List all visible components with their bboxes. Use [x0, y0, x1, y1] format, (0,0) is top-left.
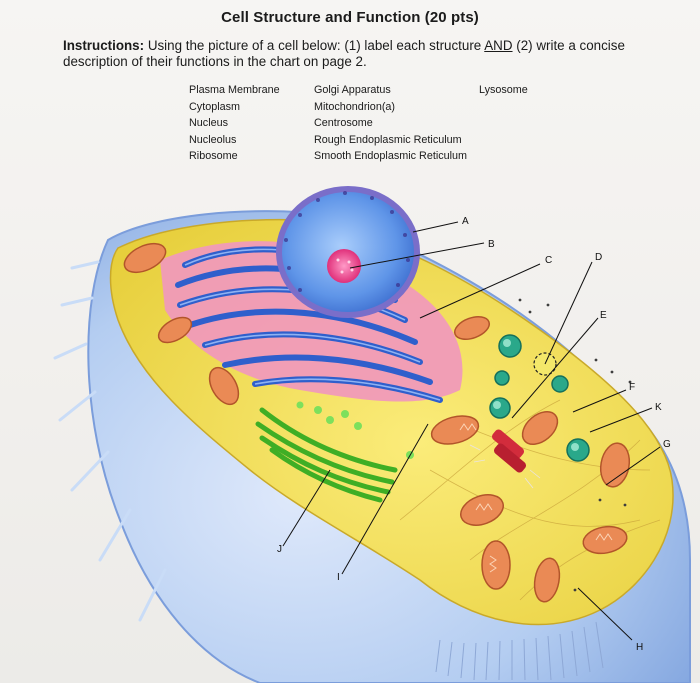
term-item: Nucleus	[189, 117, 229, 130]
cell-diagram: A B C D E F K G H I J	[53, 186, 691, 683]
term-item: Ribosome	[189, 150, 238, 163]
instructions-and: AND	[484, 38, 513, 53]
free-ribosomes	[518, 298, 632, 592]
instructions-text-1: Using the picture of a cell below: (1) l…	[144, 38, 485, 53]
diagram-label-a: A	[462, 216, 469, 227]
diagram-label-g: G	[663, 439, 671, 450]
instructions-label: Instructions:	[63, 38, 145, 53]
diagram-label-j: J	[277, 544, 282, 555]
term-item: Cytoplasm	[189, 100, 241, 113]
mitochondria	[123, 242, 631, 603]
diagram-label-c: C	[545, 255, 552, 266]
term-item: Smooth Endoplasmic Reticulum	[314, 150, 468, 163]
centrosome	[469, 429, 541, 489]
term-item: Centrosome	[314, 117, 373, 130]
diagram-label-e: E	[600, 310, 607, 321]
nucleolus-speckles	[336, 258, 354, 274]
diagram-label-h: H	[636, 642, 643, 653]
diagram-label-i: I	[337, 572, 340, 583]
membrane-projections	[53, 260, 167, 622]
instructions-paragraph: Instructions: Using the picture of a cel…	[63, 38, 693, 70]
term-item: Golgi Apparatus	[314, 84, 391, 96]
term-list-column-3: Lysosome	[479, 82, 528, 99]
term-item: Mitochondrion(a)	[314, 100, 396, 113]
lysosome-highlights	[493, 339, 579, 451]
page-title: Cell Structure and Function (20 pts)	[221, 9, 479, 26]
term-list-column-1: Plasma Membrane Cytoplasm Nucleus Nucleo…	[189, 82, 280, 165]
golgi-vesicles	[296, 401, 414, 459]
diagram-label-d: D	[595, 252, 602, 263]
diagram-label-b: B	[488, 239, 495, 250]
term-item: Lysosome	[479, 84, 528, 96]
nucleolus	[327, 249, 361, 283]
instructions-text-2: (2) write a concise description of their…	[63, 38, 625, 69]
diagram-label-f: F	[629, 382, 635, 393]
leader-lines	[282, 221, 661, 641]
term-item: Nucleolus	[189, 133, 237, 146]
term-item: Rough Endoplasmic Reticulum	[314, 133, 462, 146]
mitochondria-cristae	[459, 423, 613, 573]
microvilli	[435, 621, 604, 681]
term-list-column-2: Golgi Apparatus Mitochondrion(a) Centros…	[314, 82, 467, 165]
term-item: Plasma Membrane	[189, 84, 280, 96]
diagram-label-k: K	[655, 402, 662, 413]
